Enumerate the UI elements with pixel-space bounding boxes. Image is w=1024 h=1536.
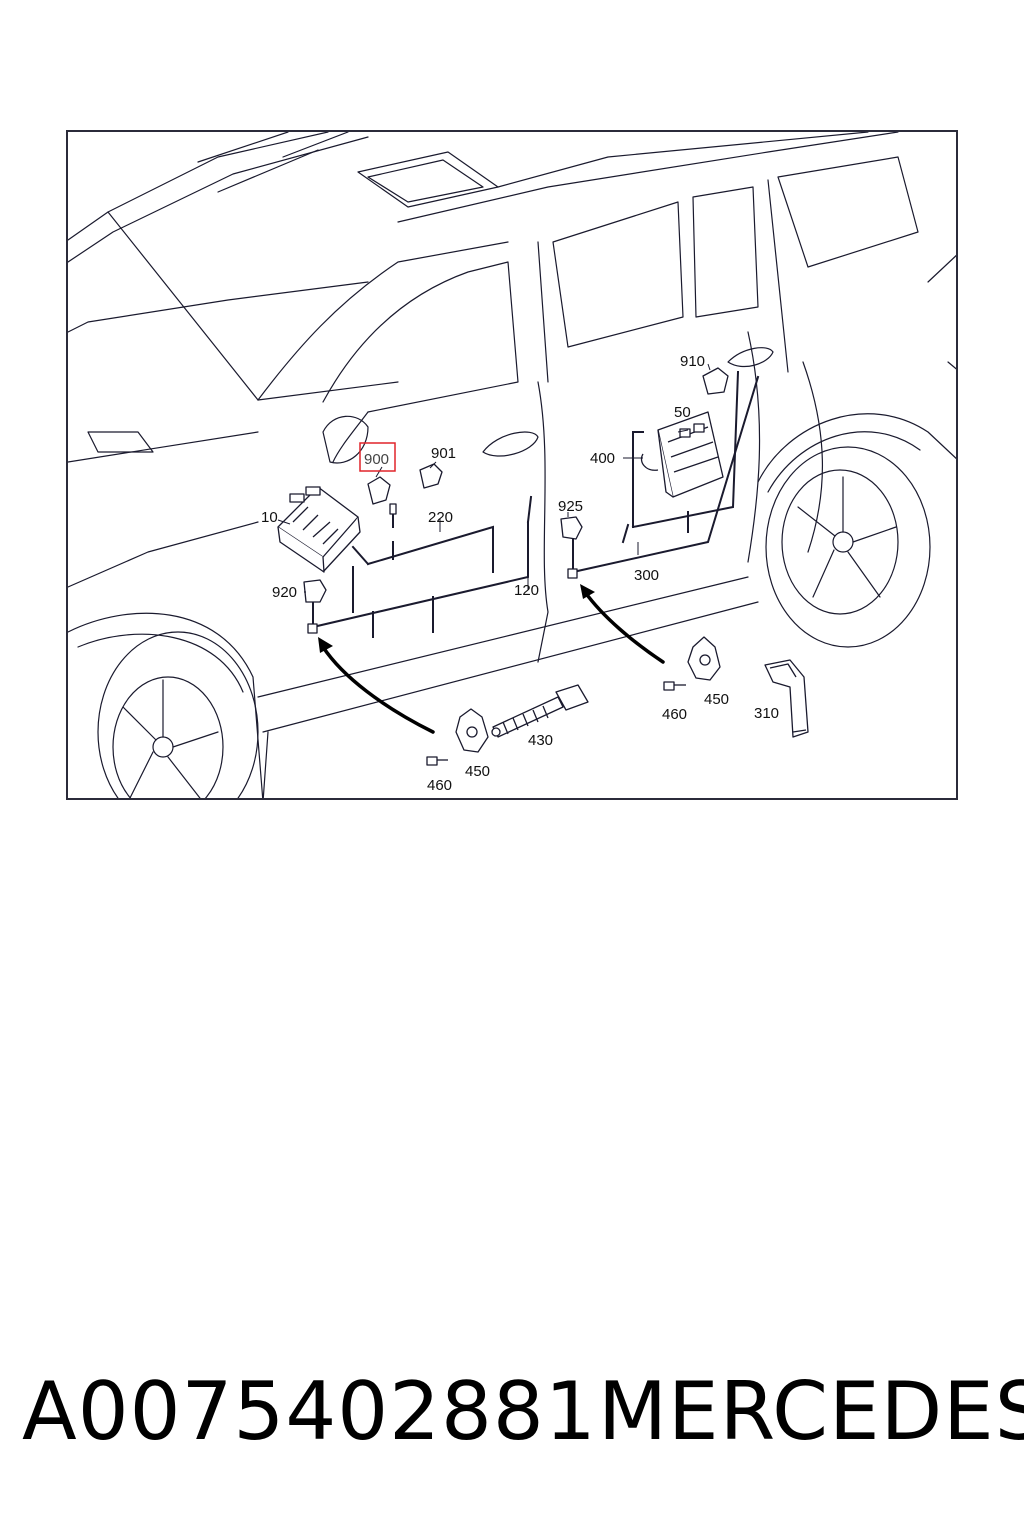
callout-220: 220 [428,509,453,526]
callout-460-rear: 460 [662,706,687,723]
callout-10: 10 [261,509,278,526]
parts-diagram: 10 50 120 220 300 310 400 430 450 450 46… [68,132,956,798]
front-door-harness [311,495,533,638]
highlight-box-900 [359,442,396,472]
connector-920-shape [303,579,327,603]
callout-901: 901 [431,445,456,462]
callout-120: 120 [514,582,539,599]
rear-door-control-unit [640,411,724,498]
rear-grommet-arrow [583,590,665,664]
callout-925: 925 [558,498,583,515]
parts-diagram-frame: 10 50 120 220 300 310 400 430 450 450 46… [66,130,958,800]
callout-300: 300 [634,567,659,584]
callout-50: 50 [674,404,691,421]
callout-900[interactable]: 900 [364,451,389,468]
rear-wheel [765,446,931,648]
connector-910-shape [702,367,729,395]
part-number: A0075402881 [22,1365,597,1458]
car-body-outline [68,132,956,798]
rear-screw [663,681,686,691]
front-door-control-unit [277,486,361,573]
callout-920: 920 [272,584,297,601]
connector-901-tab [389,503,397,515]
front-screw [426,756,448,766]
connector-900-shape [367,476,391,505]
front-grommet [455,708,489,753]
brand-name: MERCEDES [598,1365,1024,1458]
callout-310: 310 [754,705,779,722]
callout-400: 400 [590,450,615,467]
callout-450-rear: 450 [704,691,729,708]
callout-910: 910 [680,353,705,370]
cable-boot [491,684,589,738]
front-wheel [97,631,259,798]
connector-901-shape [419,463,443,489]
front-grommet-arrow [321,645,435,734]
connector-925-shape [560,516,583,540]
rear-cable-boot [764,659,809,738]
callout-430: 430 [528,732,553,749]
callout-450-front: 450 [465,763,490,780]
connector-920-plug [307,623,318,634]
callout-460-front: 460 [427,777,452,794]
connector-925-plug [567,568,578,579]
rear-grommet [687,636,721,681]
